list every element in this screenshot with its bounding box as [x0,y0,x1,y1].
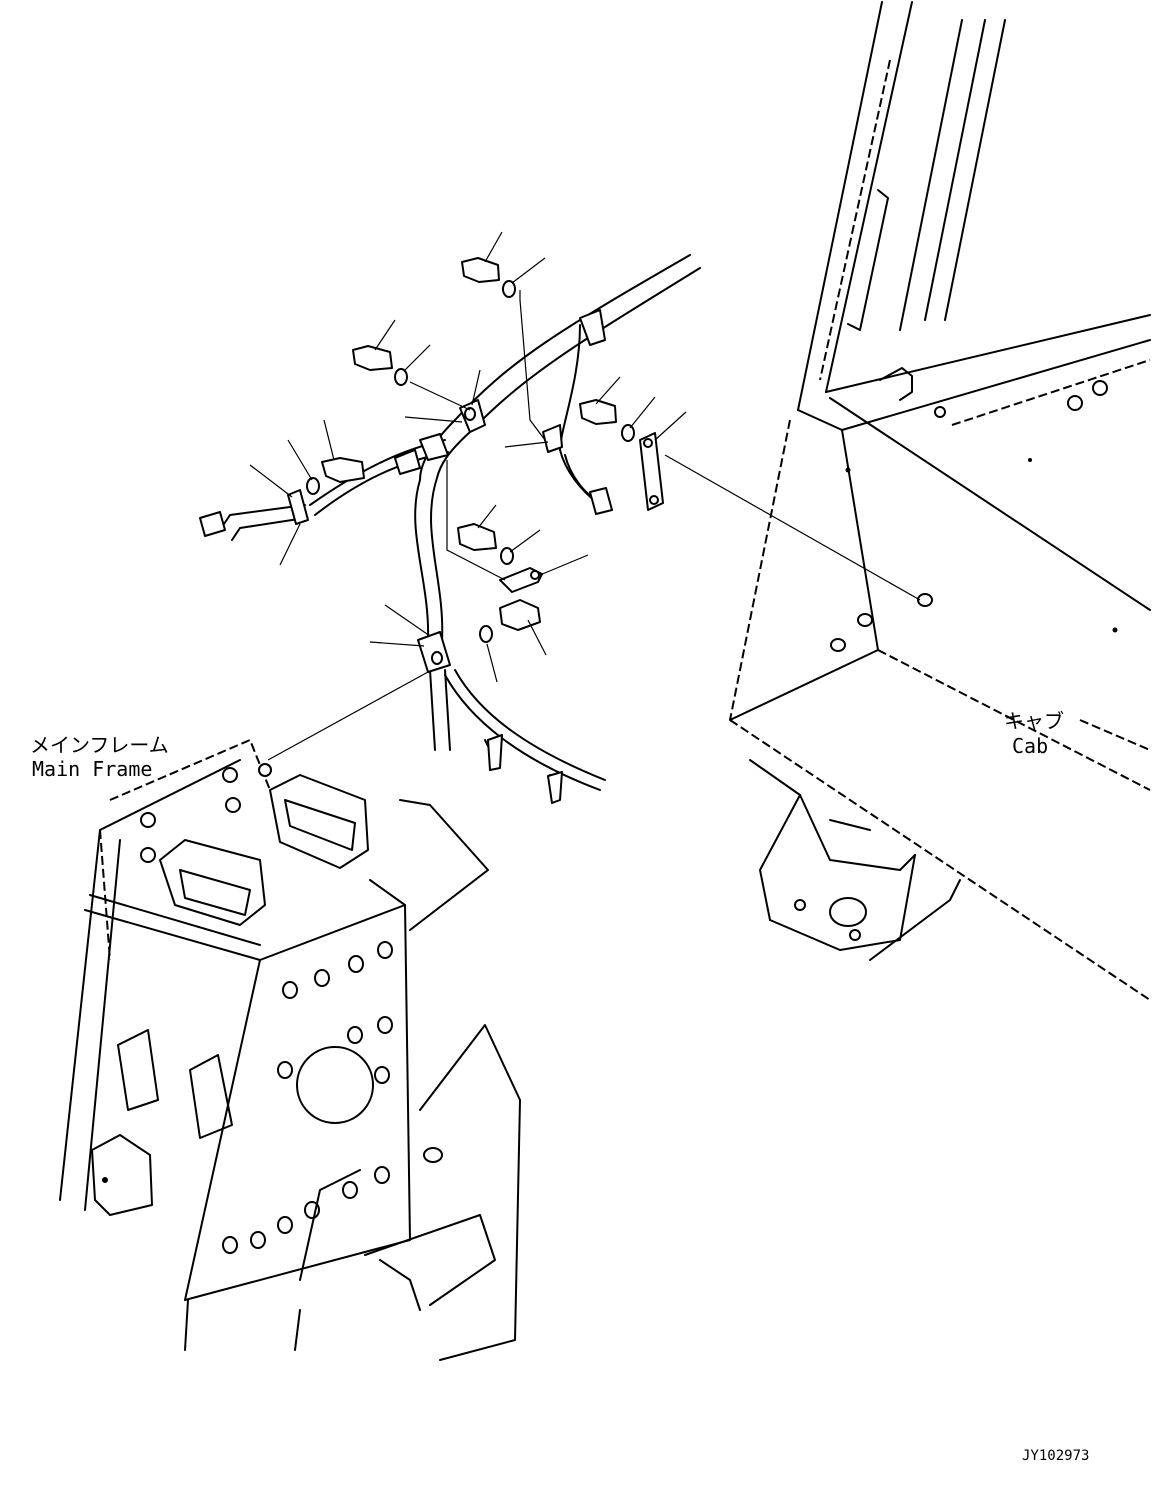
cab-label-jp: キャブ [1004,709,1064,733]
main-frame-label-en: Main Frame [32,757,152,781]
washers [306,280,635,643]
main-frame-label: メインフレーム Main Frame [30,733,169,781]
drawing-number: JY102973 [1022,1448,1089,1464]
main-frame-label-jp: メインフレーム [30,733,169,757]
leader-lines [249,231,921,761]
cab-label: キャブ Cab [1004,709,1064,758]
main-frame-structure [59,738,521,1361]
cab-structure [729,1,1151,1001]
cab-label-en: Cab [1012,734,1048,758]
clamps [199,309,664,804]
plate-holes [222,941,393,1254]
bolts [321,257,617,631]
